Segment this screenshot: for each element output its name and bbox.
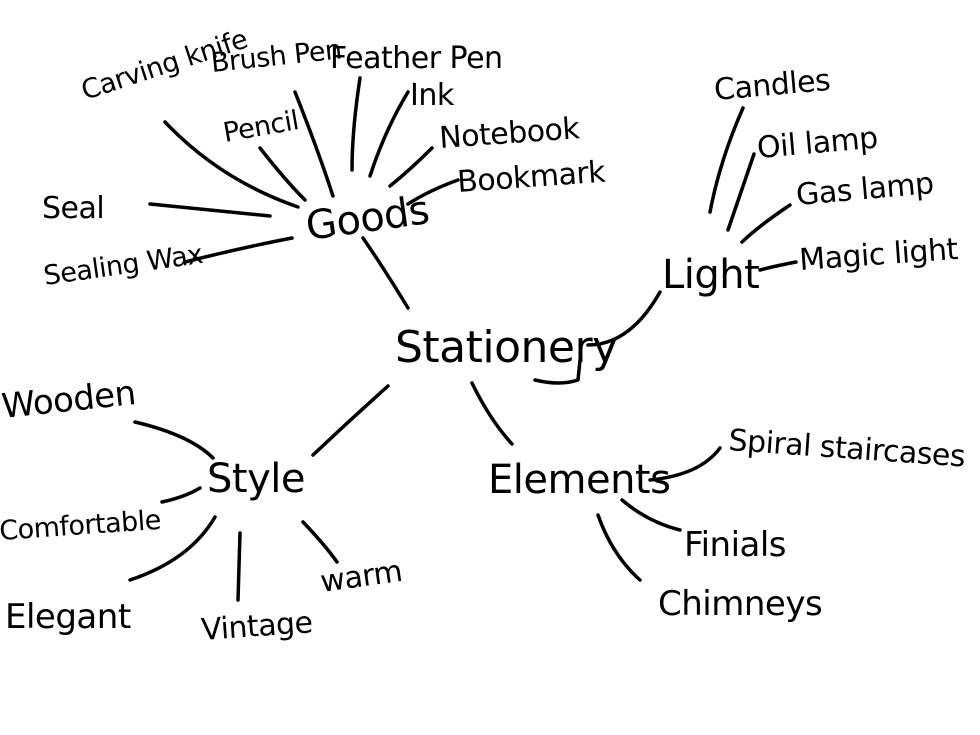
connector-goods-notebook [388, 146, 434, 188]
connector-light-oil-lamp [726, 152, 756, 232]
connector-center-light-underline [533, 358, 582, 385]
leaf-chimneys: Chimneys [658, 584, 822, 624]
connector-style-warm [301, 520, 339, 564]
connector-goods-ink [368, 90, 410, 178]
leaf-vintage: Vintage [200, 605, 314, 648]
connector-elements-finials [620, 498, 682, 532]
center-node-label: Stationery [395, 322, 618, 373]
leaf-ink: Ink [410, 78, 455, 113]
connector-center-goods [361, 236, 410, 310]
leaf-spiral-staircases: Spiral staircases [727, 423, 966, 474]
connector-light-candles [708, 106, 745, 214]
leaf-notebook: Notebook [438, 111, 581, 156]
connector-center-elements [470, 381, 514, 446]
connector-style-wooden [133, 420, 215, 460]
connector-goods-pencil [258, 146, 307, 202]
leaf-candles: Candles [713, 63, 832, 108]
leaf-wooden: Wooden [0, 373, 137, 427]
connector-elements-chimneys [596, 513, 642, 582]
connector-elements-spiral-staircases [648, 446, 722, 482]
leaf-feather-pen: Feather Pen [330, 41, 503, 76]
connector-style-comfortable [160, 486, 202, 504]
connector-goods-carving-knife [163, 120, 300, 209]
connector-goods-seal [148, 202, 272, 218]
connector-goods-brush-pen [293, 90, 335, 198]
connector-style-elegant [128, 515, 217, 582]
branch-style-label: Style [207, 456, 305, 502]
branch-goods-label: Goods [303, 187, 432, 250]
leaf-sealing-wax: Sealing Wax [42, 239, 205, 292]
branch-elements-label: Elements [488, 457, 670, 503]
connector-center-light [586, 290, 662, 347]
leaf-warm: warm [318, 554, 404, 600]
leaf-pencil: Pencil [221, 105, 301, 149]
leaf-finials: Finials [684, 525, 786, 565]
branch-light-label: Light [662, 252, 759, 298]
leaf-elegant: Elegant [5, 597, 131, 637]
leaf-gas-lamp: Gas lamp [795, 166, 935, 213]
connector-goods-bookmark [406, 178, 460, 206]
leaf-bookmark: Bookmark [456, 155, 607, 200]
connector-light-gas-lamp [740, 203, 792, 244]
leaf-comfortable: Comfortable [0, 505, 162, 547]
leaf-oil-lamp: Oil lamp [756, 121, 879, 166]
connector-style-vintage [236, 531, 242, 602]
leaf-seal: Seal [42, 191, 104, 226]
connector-center-style [311, 384, 390, 457]
leaf-magic-light: Magic light [798, 232, 959, 278]
connector-light-magic-light [758, 260, 798, 272]
connector-goods-feather-pen [350, 76, 362, 172]
connectors [128, 76, 798, 602]
connector-goods-sealing-wax [183, 236, 294, 264]
